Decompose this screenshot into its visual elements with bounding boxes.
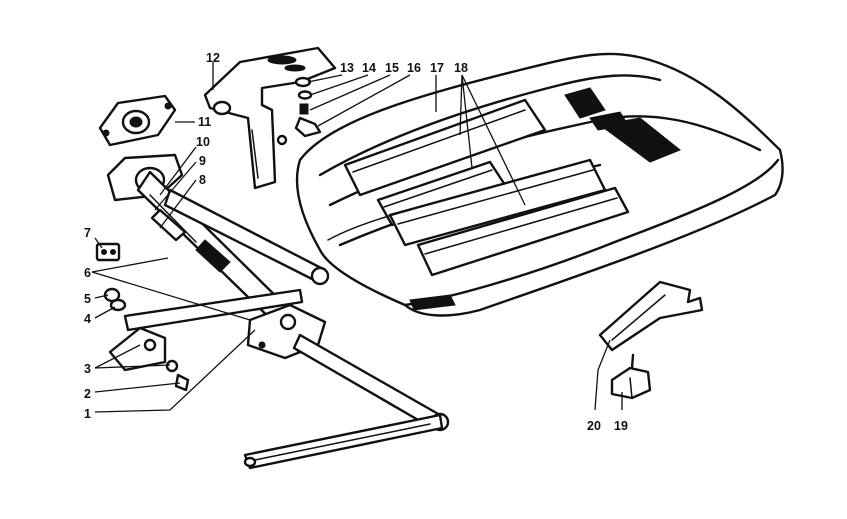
rubber-buffer xyxy=(610,353,652,400)
callout-4: 4 xyxy=(84,312,91,326)
small-parts xyxy=(95,242,190,392)
vent-insert-1 xyxy=(343,98,547,197)
leader-lines xyxy=(91,62,623,413)
callout-14: 14 xyxy=(362,61,376,75)
striker-plate xyxy=(98,94,177,147)
callout-8: 8 xyxy=(199,173,206,187)
support-arm xyxy=(123,188,450,470)
engine-lid-panel xyxy=(295,52,784,317)
callout-13: 13 xyxy=(340,61,354,75)
callout-9: 9 xyxy=(199,154,206,168)
hinge-hardware xyxy=(294,76,322,138)
hinge-bracket xyxy=(203,46,337,190)
dark-strip-2 xyxy=(598,117,681,163)
callout-6: 6 xyxy=(84,266,91,280)
callout-5: 5 xyxy=(84,292,91,306)
callout-11: 11 xyxy=(198,115,211,129)
callout-labels: 1 2 3 4 5 6 7 8 9 10 11 12 13 14 15 16 1… xyxy=(84,51,628,433)
prop-bracket xyxy=(598,280,704,352)
callout-20: 20 xyxy=(587,419,601,433)
callout-10: 10 xyxy=(196,135,210,149)
callout-3: 3 xyxy=(84,362,91,376)
callout-7: 7 xyxy=(84,226,91,240)
callout-19: 19 xyxy=(614,419,628,433)
callout-18: 18 xyxy=(454,61,468,75)
callout-17: 17 xyxy=(430,61,444,75)
callout-1: 1 xyxy=(84,407,91,421)
callout-15: 15 xyxy=(385,61,399,75)
callout-16: 16 xyxy=(407,61,421,75)
callout-2: 2 xyxy=(84,387,91,401)
dark-strip-1 xyxy=(564,87,606,119)
callout-12: 12 xyxy=(206,51,220,65)
